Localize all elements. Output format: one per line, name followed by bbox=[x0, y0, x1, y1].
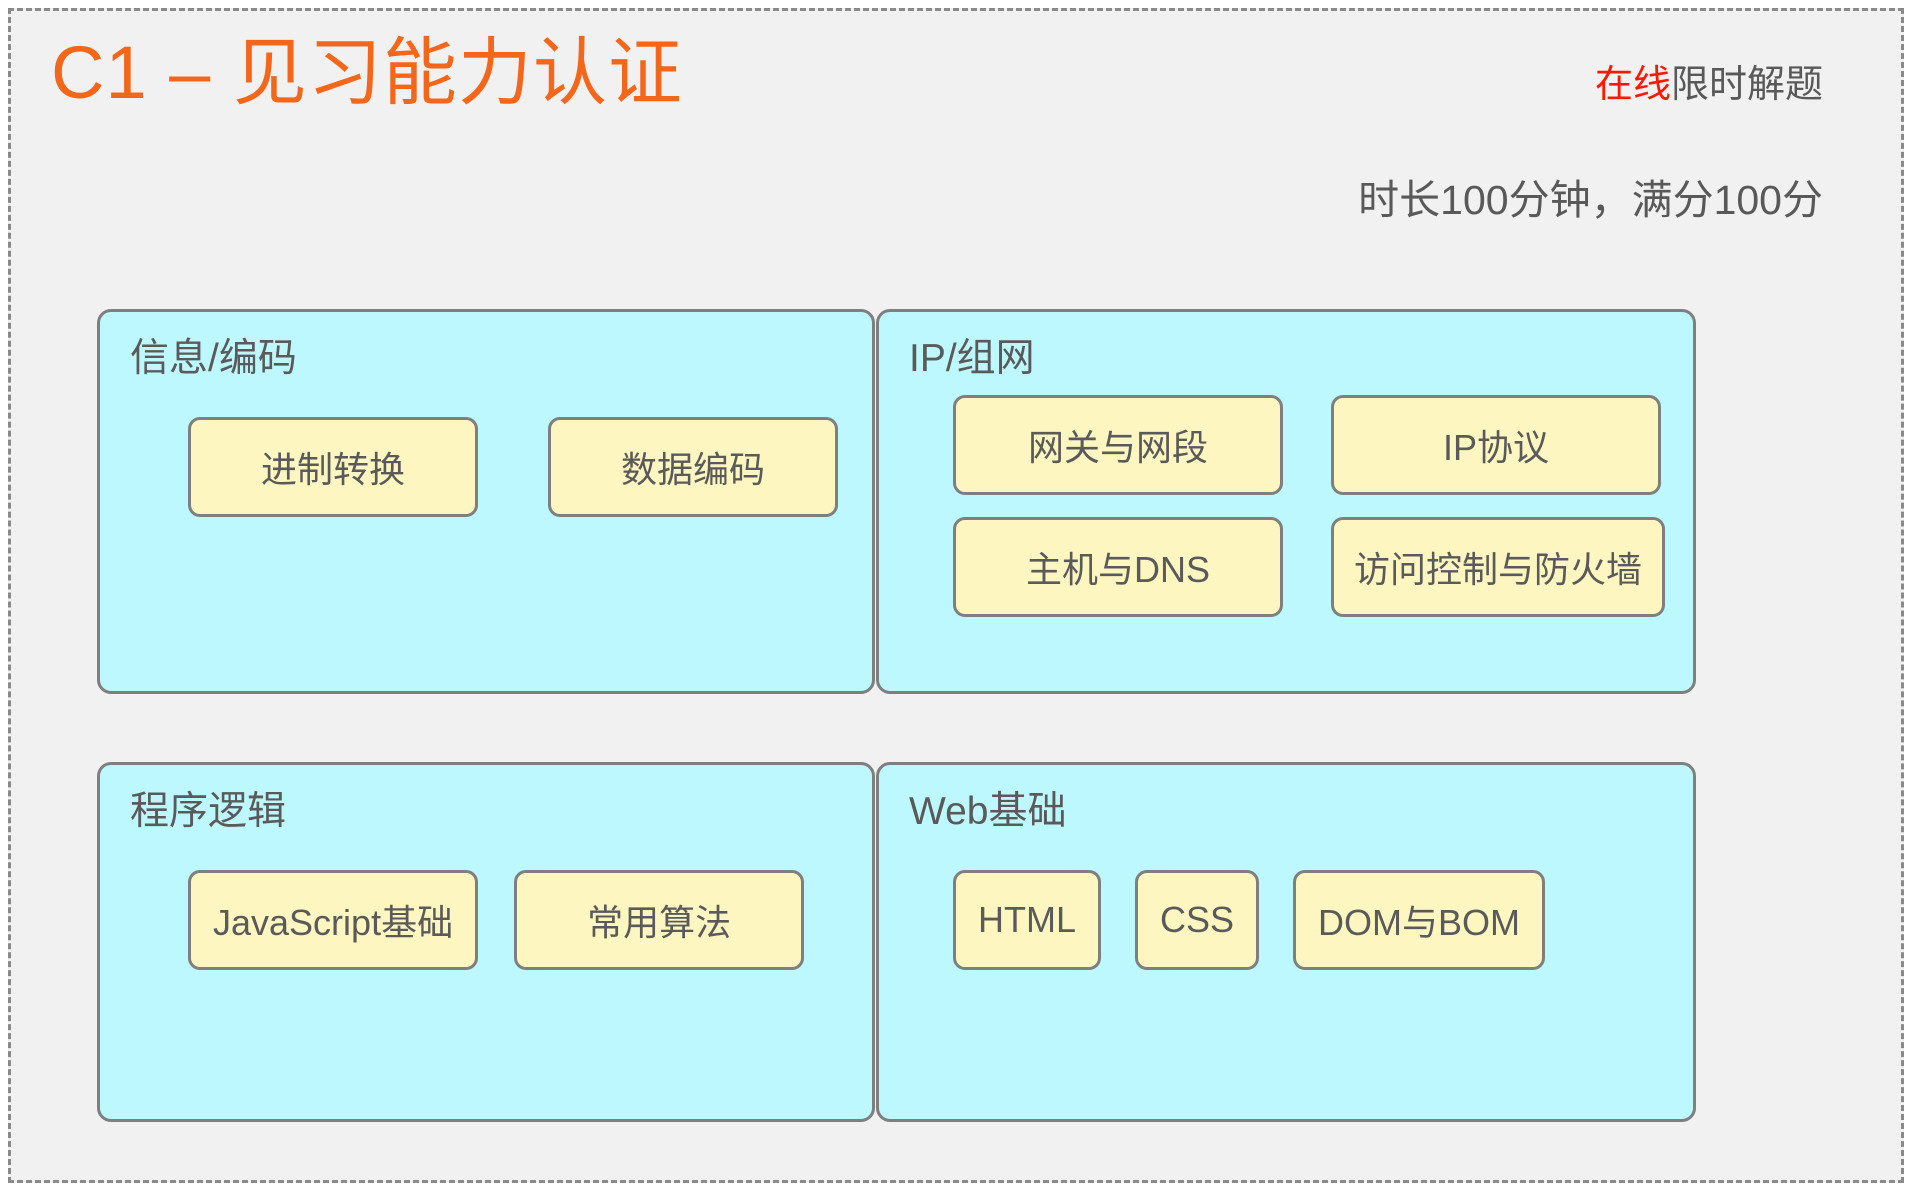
card-title: Web基础 bbox=[909, 790, 1067, 833]
chip-row: 进制转换 数据编码 bbox=[188, 416, 844, 517]
topic-chip[interactable]: DOM与BOM bbox=[1293, 869, 1546, 970]
topic-chip[interactable]: 常用算法 bbox=[514, 869, 805, 970]
card-title: 程序逻辑 bbox=[130, 790, 287, 833]
topic-chip[interactable]: 网关与网段 bbox=[953, 394, 1283, 495]
exam-duration-note: 时长100分钟，满分100分 bbox=[1358, 177, 1823, 224]
topic-chip[interactable]: IP协议 bbox=[1331, 394, 1661, 495]
topic-chip[interactable]: 数据编码 bbox=[548, 416, 838, 517]
chip-list: 网关与网段 IP协议 主机与DNS 访问控制与防火墙 bbox=[907, 394, 1665, 617]
topic-chip[interactable]: HTML bbox=[953, 869, 1101, 970]
topic-chip[interactable]: 进制转换 bbox=[188, 416, 478, 517]
topic-card-ip-network: IP/组网 网关与网段 IP协议 主机与DNS 访问控制与防火墙 bbox=[876, 309, 1696, 694]
chip-list: JavaScript基础 常用算法 bbox=[128, 869, 844, 970]
card-title: 信息/编码 bbox=[130, 337, 297, 380]
slide-canvas: C1 – 见习能力认证 在线限时解题 时长100分钟，满分100分 信息/编码 … bbox=[8, 8, 1904, 1183]
topic-grid: 信息/编码 进制转换 数据编码 IP/组网 网关与网段 IP协议 主机与DNS … bbox=[97, 309, 1832, 1122]
topic-card-program-logic: 程序逻辑 JavaScript基础 常用算法 bbox=[97, 762, 875, 1122]
topic-chip[interactable]: 访问控制与防火墙 bbox=[1331, 516, 1665, 617]
topic-chip[interactable]: CSS bbox=[1135, 869, 1260, 970]
topic-chip[interactable]: 主机与DNS bbox=[953, 516, 1283, 617]
chip-list: 进制转换 数据编码 bbox=[128, 416, 844, 517]
topic-chip[interactable]: JavaScript基础 bbox=[188, 869, 479, 970]
topic-card-info-encoding: 信息/编码 进制转换 数据编码 bbox=[97, 309, 875, 694]
topic-card-web-basics: Web基础 HTML CSS DOM与BOM bbox=[876, 762, 1696, 1122]
exam-mode-rest: 限时解题 bbox=[1670, 64, 1823, 106]
chip-list: HTML CSS DOM与BOM bbox=[907, 869, 1665, 970]
chip-row: JavaScript基础 常用算法 bbox=[188, 869, 844, 970]
slide-header: C1 – 见习能力认证 在线限时解题 时长100分钟，满分100分 bbox=[11, 11, 1901, 291]
card-title: IP/组网 bbox=[909, 337, 1035, 380]
chip-row: HTML CSS DOM与BOM bbox=[953, 869, 1665, 970]
exam-mode-highlight: 在线 bbox=[1594, 64, 1671, 106]
exam-mode-note: 在线限时解题 bbox=[1358, 61, 1823, 110]
page-title: C1 – 见习能力认证 bbox=[51, 31, 683, 114]
header-notes: 在线限时解题 时长100分钟，满分100分 bbox=[1358, 61, 1823, 228]
chip-row: 网关与网段 IP协议 bbox=[953, 394, 1665, 495]
chip-row: 主机与DNS 访问控制与防火墙 bbox=[953, 516, 1665, 617]
